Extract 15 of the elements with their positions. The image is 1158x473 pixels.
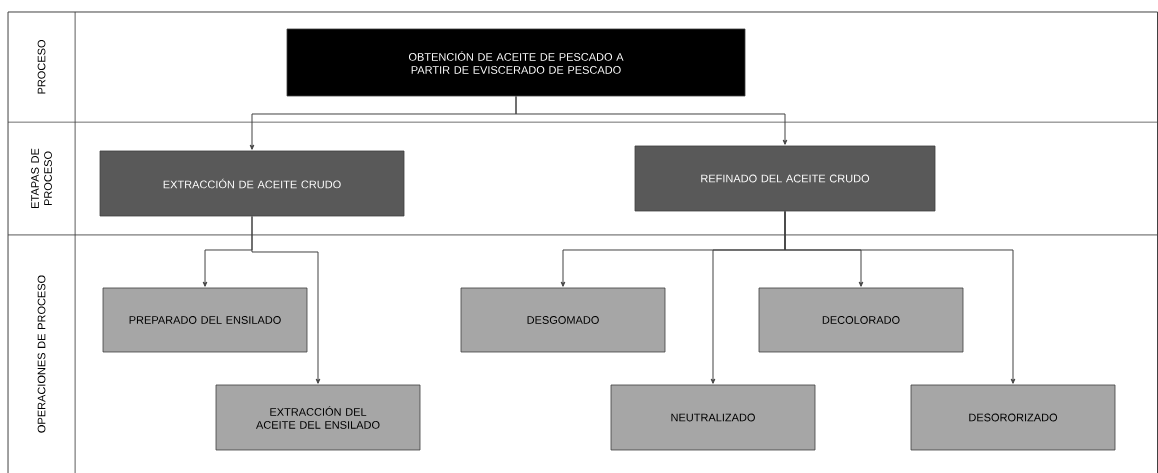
operation-box: DESGOMADO — [460, 287, 666, 353]
operation-box: EXTRACCIÓN DEL ACEITE DEL ENSILADO — [215, 384, 421, 451]
operation-box: DESORORIZADO — [910, 384, 1116, 451]
operation-box: DECOLORADO — [758, 287, 964, 353]
stage-box: EXTRACCIÓN DE ACEITE CRUDO — [99, 150, 405, 217]
row-header: OPERACIONES DE PROCESO — [37, 275, 46, 433]
row-header: PROCESO — [37, 40, 46, 94]
connector-arrow — [251, 215, 321, 384]
top-process-box: OBTENCIÓN DE ACEITE DE PESCADO A PARTIR DE EVISCERADO DE PESCADO — [286, 28, 746, 97]
operation-box: PREPARADO DEL ENSILADO — [102, 287, 308, 353]
operation-box: NEUTRALIZADO — [610, 384, 816, 451]
stage-box: REFINADO DEL ACEITE CRUDO — [634, 145, 936, 212]
row-header: ETAPAS DE PROCESO — [31, 148, 52, 208]
connector-arrow — [784, 210, 1016, 384]
connector-arrow — [515, 95, 788, 145]
